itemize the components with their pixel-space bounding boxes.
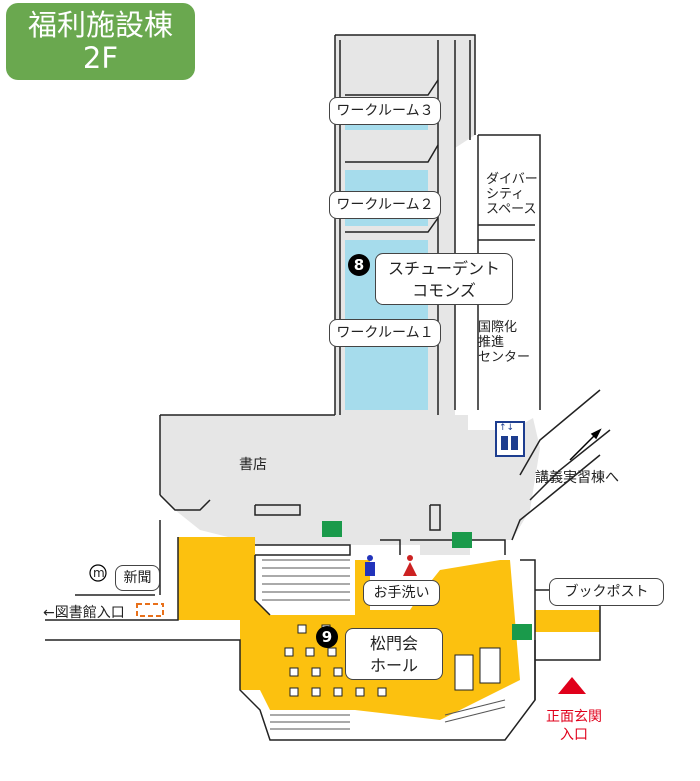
diversity-line-2: シティ xyxy=(486,187,525,202)
room-label-hall: 松門会 ホール xyxy=(345,628,443,680)
direction-to-lecture: 講義実習棟へ xyxy=(535,470,619,486)
room-label-student-commons: スチューデント コモンズ xyxy=(375,253,513,305)
direction-arrows xyxy=(569,428,609,594)
emergency-exit-icon xyxy=(322,521,532,640)
diversity-line-1: ダイバー xyxy=(486,172,538,187)
room-label-bookstore: 書店 xyxy=(239,457,267,473)
commons-line-1: スチューデント xyxy=(387,259,500,278)
room-label-work3: ワークルーム３ xyxy=(329,97,441,125)
room-label-newspaper: 新聞 xyxy=(115,565,160,591)
restroom-male-icon xyxy=(365,555,375,576)
newspaper-rack xyxy=(136,603,164,617)
svg-text:↑↓: ↑↓ xyxy=(499,423,514,433)
room-label-diversity: ダイバー シティ スペース xyxy=(486,172,538,217)
hall-line-1: 松門会 xyxy=(369,634,418,653)
hall-line-2: ホール xyxy=(369,656,418,675)
entrance-triangle-icon xyxy=(558,677,586,694)
entrance-line-1: 正面玄関 xyxy=(546,709,602,725)
commons-line-2: コモンズ xyxy=(412,281,476,300)
intl-line-3: センター xyxy=(478,350,531,365)
room-label-work1: ワークルーム１ xyxy=(329,319,441,347)
intl-line-1: 国際化 xyxy=(478,320,518,335)
elevator-icon: ↑↓ xyxy=(495,421,525,457)
metro-marker-label: m xyxy=(93,566,105,580)
direction-to-library: ←図書館入口 xyxy=(43,605,125,621)
hall-seating xyxy=(284,624,501,697)
floor-label: 2F xyxy=(82,41,119,75)
room-label-bookpost: ブックポスト xyxy=(549,578,664,606)
room-label-work2: ワークルーム２ xyxy=(329,191,441,219)
metro-marker-icon xyxy=(89,564,107,582)
main-entrance-label: 正面玄関 入口 xyxy=(542,708,606,744)
floor-badge: 福利施設棟 2F xyxy=(6,3,195,80)
stairs xyxy=(262,559,506,730)
room-label-intl-center: 国際化 推進 センター xyxy=(478,320,530,365)
hall-number: 9 xyxy=(316,626,338,648)
room-label-restroom: お手洗い xyxy=(363,580,440,606)
entrance-line-2: 入口 xyxy=(560,727,588,743)
restroom-female-icon xyxy=(403,555,417,576)
intl-line-2: 推進 xyxy=(478,335,505,350)
diversity-line-3: スペース xyxy=(486,202,537,217)
building-name: 福利施設棟 xyxy=(27,8,173,42)
commons-number: 8 xyxy=(348,254,370,276)
